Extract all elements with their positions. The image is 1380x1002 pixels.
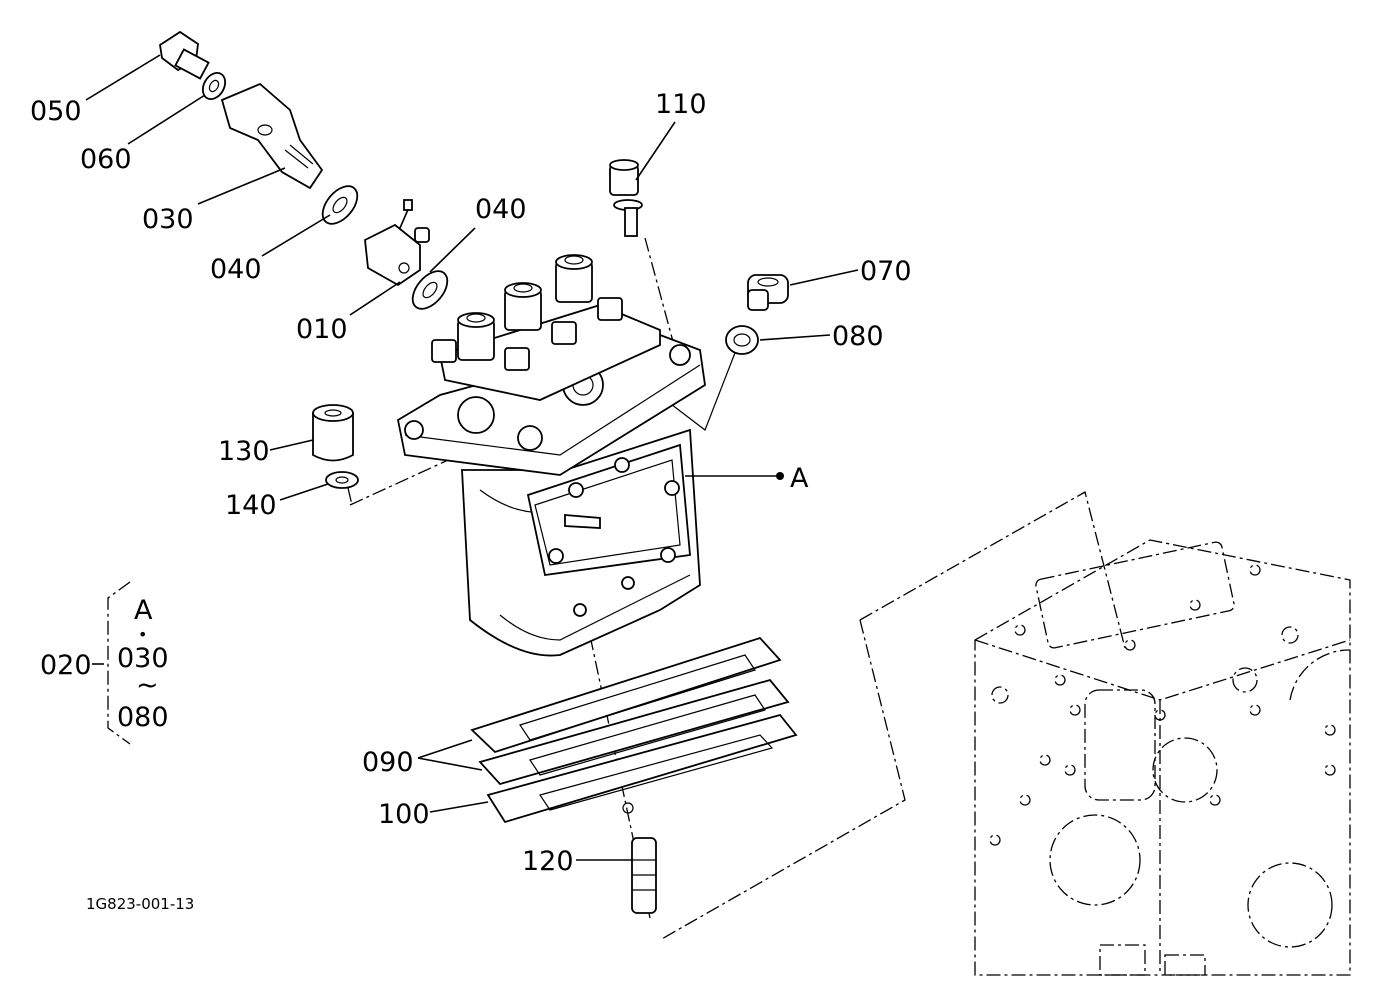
- callout-040-upper: 040: [210, 254, 262, 285]
- callout-010: 010: [296, 314, 348, 345]
- callout-140: 140: [225, 490, 277, 521]
- callout-050: 050: [30, 96, 82, 127]
- gasket-090-upper: [470, 636, 782, 754]
- knurled-nuts: [431, 297, 623, 371]
- collar-130: [312, 404, 354, 462]
- banjo-fitting-010: [364, 199, 430, 287]
- assembly-legend: 020 A • 030 ~ 080: [40, 581, 169, 745]
- reference-point-a: [776, 472, 784, 480]
- legend-dot: •: [138, 625, 147, 644]
- injection-pump: [396, 254, 706, 657]
- callout-060: 060: [80, 144, 132, 175]
- drawing-code: 1G823-001-13: [86, 895, 194, 913]
- callout-110: 110: [655, 89, 707, 120]
- callout-080: 080: [832, 321, 884, 352]
- legend-from: 030: [117, 643, 169, 674]
- bolt-110: [609, 159, 643, 237]
- callout-130: 130: [218, 436, 270, 467]
- hollow-bolt-030: [220, 82, 324, 190]
- gasket-100: [486, 713, 798, 824]
- stud-120: [631, 837, 657, 914]
- engine-block: [974, 539, 1351, 976]
- callout-120: 120: [522, 846, 574, 877]
- callout-030: 030: [142, 204, 194, 235]
- callout-040-lower: 040: [475, 194, 527, 225]
- legend-tilde: ~: [136, 670, 159, 701]
- washer-040-lower: [411, 270, 449, 310]
- callout-100: 100: [378, 799, 430, 830]
- legend-code: 020: [40, 650, 92, 681]
- callout-070: 070: [860, 256, 912, 287]
- callout-labels: 050 060 030 040 010 040 110 070 080 130 …: [30, 89, 912, 877]
- legend-top: A: [134, 595, 153, 626]
- washer-140: [325, 471, 359, 489]
- callout-a: A: [790, 463, 809, 494]
- washer-040-upper: [321, 185, 359, 225]
- washer-080: [725, 325, 759, 355]
- banjo-bolt-050: [159, 30, 210, 80]
- washer-060: [201, 71, 227, 101]
- delivery-valve-holders: [457, 254, 593, 361]
- leader-lines: [85, 54, 859, 861]
- legend-to: 080: [117, 702, 169, 733]
- plug-070: [747, 274, 789, 311]
- callout-090: 090: [362, 747, 414, 778]
